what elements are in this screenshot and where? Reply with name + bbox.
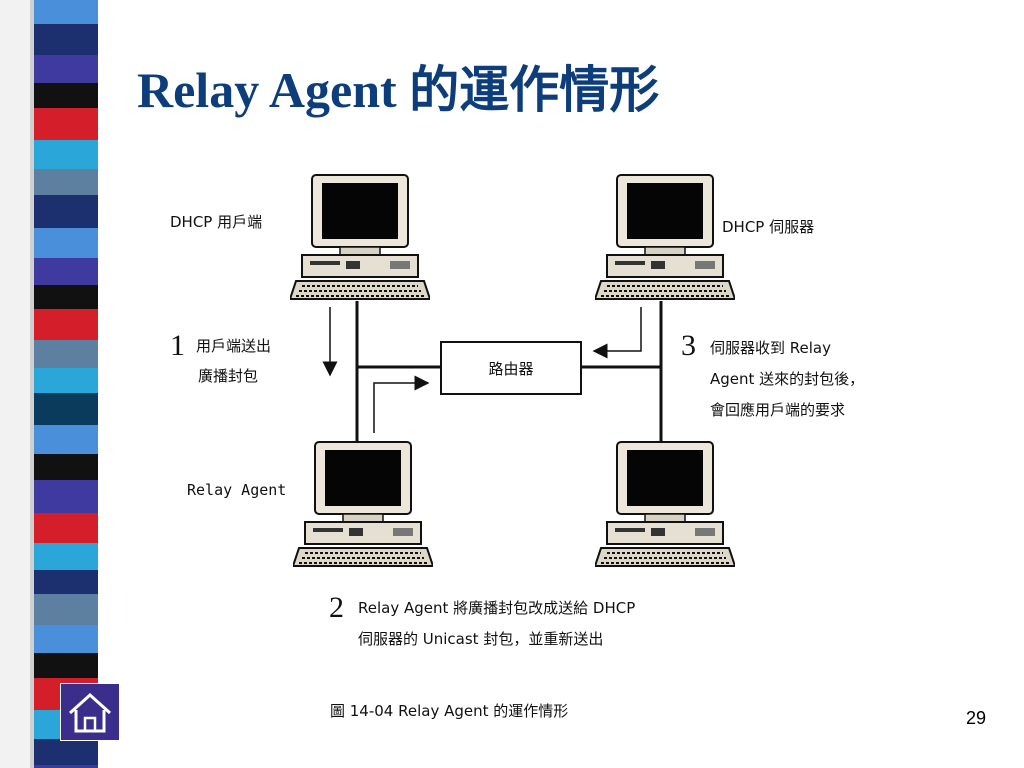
- step1-line-1: 用戶端送出: [196, 337, 271, 355]
- router-label: 路由器: [488, 360, 533, 378]
- relay-agent-diagram: DHCP 用戶端 DHCP 伺服器 Relay Agent 路由器 1 用戶端送…: [170, 174, 864, 720]
- step2-arrow: [373, 375, 430, 433]
- step2-line-2: 伺服器的 Unicast 封包，並重新送出: [358, 630, 603, 648]
- step1-number: 1: [170, 329, 185, 362]
- page-number: 29: [966, 708, 987, 728]
- relay-agent-label: Relay Agent: [187, 481, 286, 499]
- step2-number: 2: [329, 591, 344, 624]
- relay-agent-computer-icon: [293, 441, 433, 567]
- step3-line-3: 會回應用戶端的要求: [710, 401, 845, 419]
- server-computer-icon: [595, 174, 735, 300]
- step1-line-2: 廣播封包: [198, 367, 258, 385]
- decorative-stripe: [0, 0, 98, 768]
- client-label: DHCP 用戶端: [170, 213, 262, 231]
- home-icon: [68, 692, 112, 733]
- fourth-computer-icon: [595, 441, 735, 567]
- step2-line-1: Relay Agent 將廣播封包改成送給 DHCP: [358, 599, 635, 617]
- router-box: [440, 341, 582, 395]
- step3-number: 3: [681, 329, 696, 362]
- server-label: DHCP 伺服器: [722, 218, 814, 236]
- figure-caption: 圖 14-04 Relay Agent 的運作情形: [330, 702, 568, 720]
- step3-line-1: 伺服器收到 Relay: [710, 339, 831, 357]
- client-computer-icon: [290, 174, 430, 300]
- slide-title: Relay Agent 的運作情形: [137, 62, 660, 118]
- step3-arrow: [592, 307, 642, 359]
- step3-line-2: Agent 送來的封包後，: [710, 370, 864, 388]
- home-button[interactable]: [60, 683, 120, 741]
